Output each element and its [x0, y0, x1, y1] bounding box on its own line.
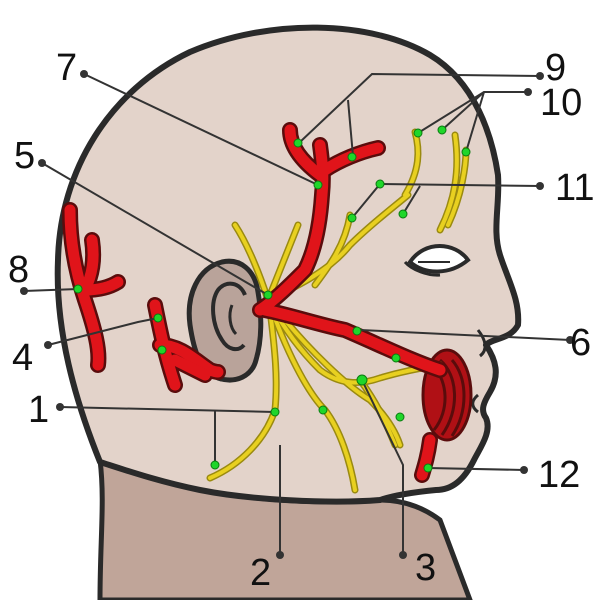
label-12: 12: [538, 454, 580, 496]
label-5: 5: [14, 135, 35, 177]
label-9: 9: [545, 47, 566, 89]
label-8: 8: [8, 249, 29, 291]
leader-5: [41, 162, 269, 296]
label-10: 10: [540, 82, 582, 124]
leader-4: [47, 317, 159, 346]
label-4: 4: [12, 337, 33, 379]
leader-10b: [441, 91, 485, 131]
leader-6: [359, 329, 571, 341]
label-11: 11: [555, 167, 594, 209]
leader-8: [23, 288, 79, 292]
label-1: 1: [28, 389, 49, 431]
leader-9: [299, 72, 541, 143]
leader-endpoints: [20, 70, 574, 559]
lip-line: [471, 393, 480, 414]
green-markers: [73, 125, 471, 473]
leader-7: [83, 73, 319, 186]
number-labels: 7 5 8 4 1 2 3 6 9 10 11 12: [8, 47, 594, 594]
label-6: 6: [570, 322, 591, 364]
leader-12: [427, 467, 525, 471]
leader-9b: [347, 99, 354, 157]
label-3: 3: [415, 547, 436, 589]
leader-11b: [402, 185, 421, 215]
leader-10c: [465, 91, 485, 153]
leader-1: [59, 406, 276, 413]
label-2: 2: [250, 552, 271, 594]
leader-3: [361, 379, 404, 555]
nostril-line: [476, 329, 487, 358]
arteries: [62, 122, 448, 483]
label-7: 7: [56, 47, 77, 89]
eye: [403, 244, 471, 277]
